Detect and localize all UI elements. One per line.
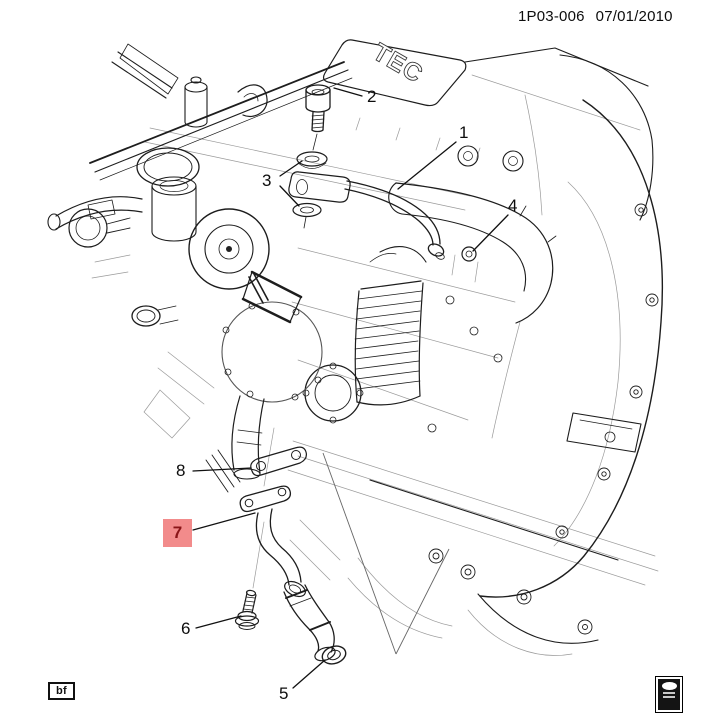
part-7-oil-drain-pipe [239, 485, 336, 662]
callout-3[interactable]: 3 [262, 171, 272, 190]
part-4-washer [461, 246, 477, 262]
valve-cover-label: TEC [368, 38, 428, 89]
callout-5[interactable]: 5 [279, 684, 289, 703]
part-3-grommets [288, 133, 351, 229]
page-code-box: bf [48, 682, 75, 700]
drawing-date: 07/01/2010 [595, 8, 673, 25]
callout-2[interactable]: 2 [367, 87, 377, 106]
callout-8[interactable]: 8 [176, 461, 186, 480]
install-location-pointer-lines [322, 452, 450, 655]
callout-6[interactable]: 6 [181, 619, 191, 638]
callout-4[interactable]: 4 [508, 196, 518, 215]
callout-leader-lines [192, 87, 509, 689]
part-1-oil-feed-pipe [344, 180, 445, 260]
callout-1[interactable]: 1 [459, 123, 469, 142]
part-6-bolt [234, 589, 260, 630]
callout-7-highlighted[interactable]: 7 [163, 519, 192, 547]
part-2-bolt [305, 84, 331, 133]
part-8-gasket [250, 446, 307, 477]
drawing-number: 1P03-006 [518, 8, 585, 25]
part-5-seal-washer [321, 645, 347, 665]
page-code: bf [56, 685, 67, 697]
drawing-header: 1P03-006 07/01/2010 [518, 8, 673, 25]
publisher-stamp-icon [655, 676, 683, 713]
